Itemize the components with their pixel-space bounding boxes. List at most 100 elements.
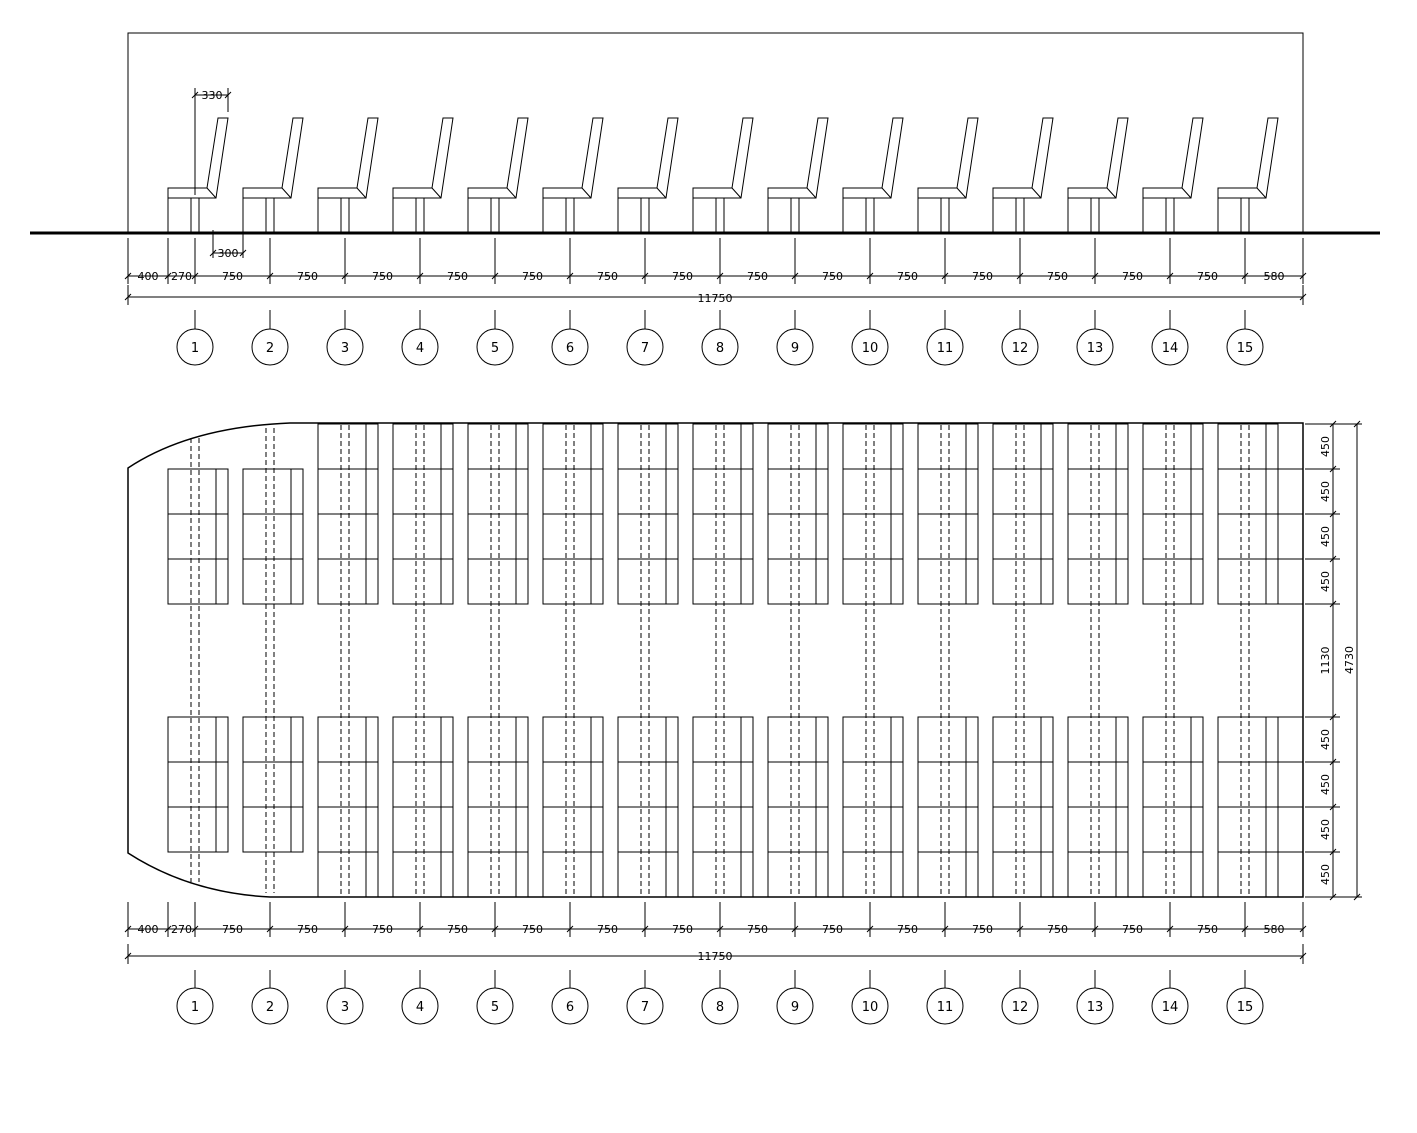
elevation-axis-marker: 12 bbox=[1001, 310, 1039, 366]
elevation-overall-dimension: 11750 bbox=[124, 285, 1307, 305]
dimension-tick bbox=[941, 272, 949, 280]
plan-spacing-label: 750 bbox=[522, 923, 543, 936]
plan-axis-marker: 3 bbox=[326, 970, 364, 1025]
seat-profile bbox=[467, 117, 529, 199]
elevation-seat bbox=[317, 117, 379, 233]
seat-profile bbox=[392, 117, 454, 199]
dimension-tick bbox=[1166, 272, 1174, 280]
dimension-tick bbox=[566, 925, 574, 933]
elevation-spacing-label: 750 bbox=[822, 270, 843, 283]
seat-profile bbox=[242, 117, 304, 199]
elevation-spacing-label: 750 bbox=[972, 270, 993, 283]
dimension-tick bbox=[266, 272, 274, 280]
seat-profile bbox=[167, 117, 229, 199]
dimension-tick bbox=[416, 272, 424, 280]
elevation-axis-marker: 13 bbox=[1076, 310, 1114, 366]
axis-bubble bbox=[701, 987, 739, 1025]
axis-label: 12 bbox=[1012, 1000, 1029, 1015]
elevation-seat bbox=[692, 117, 754, 233]
elevation-axis-marker: 5 bbox=[476, 310, 514, 366]
plan-axis-marker: 5 bbox=[476, 970, 514, 1025]
axis-label: 5 bbox=[491, 341, 499, 356]
elevation-axis-marker: 10 bbox=[851, 310, 889, 366]
seat-block bbox=[767, 423, 829, 605]
dimension-tick bbox=[1329, 758, 1337, 766]
seat-block-outline bbox=[242, 716, 304, 853]
plan-spacing-label: 400 bbox=[138, 923, 159, 936]
plan-spacing-label: 750 bbox=[222, 923, 243, 936]
seat-block bbox=[692, 423, 754, 605]
dimension-tick bbox=[341, 925, 349, 933]
seat-crease bbox=[206, 187, 217, 199]
seat-profile bbox=[542, 117, 604, 199]
side-dimension-label: 450 bbox=[1319, 526, 1332, 547]
plan-axis-marker: 4 bbox=[401, 970, 439, 1025]
plan-outline bbox=[127, 422, 1304, 898]
dimension-tick bbox=[791, 272, 799, 280]
elevation-axis-marker: 3 bbox=[326, 310, 364, 366]
elevation-seat bbox=[167, 117, 229, 233]
axis-label: 11 bbox=[937, 341, 954, 356]
dimension-tick bbox=[416, 925, 424, 933]
plan-axis-marker: 1 bbox=[176, 970, 214, 1025]
dimension-tick bbox=[1299, 952, 1307, 960]
seat-block bbox=[542, 716, 604, 898]
axis-bubble bbox=[1001, 328, 1039, 366]
seat-crease bbox=[506, 187, 517, 199]
axis-bubble bbox=[1076, 987, 1114, 1025]
seat-block bbox=[242, 468, 304, 605]
axis-bubble bbox=[926, 987, 964, 1025]
dimension-tick bbox=[1329, 848, 1337, 856]
seat-block bbox=[1067, 716, 1129, 898]
elevation-overall-label: 11750 bbox=[698, 292, 733, 305]
side-dimension-label: 450 bbox=[1319, 481, 1332, 502]
dimension-tick bbox=[1329, 510, 1337, 518]
dimension-tick bbox=[1329, 555, 1337, 563]
axis-bubble bbox=[926, 328, 964, 366]
axis-bubble bbox=[551, 328, 589, 366]
side-dimension-label: 450 bbox=[1319, 774, 1332, 795]
axis-label: 7 bbox=[641, 341, 649, 356]
plan-axis-marker: 12 bbox=[1001, 970, 1039, 1025]
axis-label: 1 bbox=[191, 341, 199, 356]
elevation-spacing-label: 750 bbox=[522, 270, 543, 283]
dimension-tick bbox=[266, 925, 274, 933]
plan-axis-marker: 6 bbox=[551, 970, 589, 1025]
elevation-spacing-label: 400 bbox=[138, 270, 159, 283]
dimension-tick bbox=[164, 925, 172, 933]
elevation-axis-marker: 6 bbox=[551, 310, 589, 366]
dimension-tick bbox=[491, 925, 499, 933]
axis-bubble bbox=[176, 328, 214, 366]
plan-seat-blocks bbox=[167, 423, 1303, 898]
seat-block bbox=[992, 716, 1054, 898]
seat-profile bbox=[767, 117, 829, 199]
seat-block-outline bbox=[167, 716, 229, 853]
dimension-tick bbox=[124, 293, 132, 301]
seat-profile bbox=[1217, 117, 1279, 199]
seat-crease bbox=[656, 187, 667, 199]
plan-axis-marker: 11 bbox=[926, 970, 964, 1025]
seat-profile bbox=[317, 117, 379, 199]
dimension-tick bbox=[866, 272, 874, 280]
seat-block bbox=[542, 423, 604, 605]
axis-bubble bbox=[176, 987, 214, 1025]
axis-bubble bbox=[326, 987, 364, 1025]
axis-bubble bbox=[476, 987, 514, 1025]
axis-bubble bbox=[476, 328, 514, 366]
dimension-tick bbox=[1329, 803, 1337, 811]
axis-label: 7 bbox=[641, 1000, 649, 1015]
axis-label: 4 bbox=[416, 341, 424, 356]
seat-crease bbox=[731, 187, 742, 199]
seat-crease bbox=[1256, 187, 1267, 199]
side-dimension-label: 450 bbox=[1319, 571, 1332, 592]
elevation-seat bbox=[1217, 117, 1279, 233]
plan-spacing-label: 270 bbox=[171, 923, 192, 936]
seat-depth-dimension: 330 bbox=[191, 88, 232, 195]
seat-block bbox=[392, 716, 454, 898]
dimension-tick bbox=[1241, 272, 1249, 280]
axis-bubble bbox=[551, 987, 589, 1025]
axis-bubble bbox=[776, 328, 814, 366]
